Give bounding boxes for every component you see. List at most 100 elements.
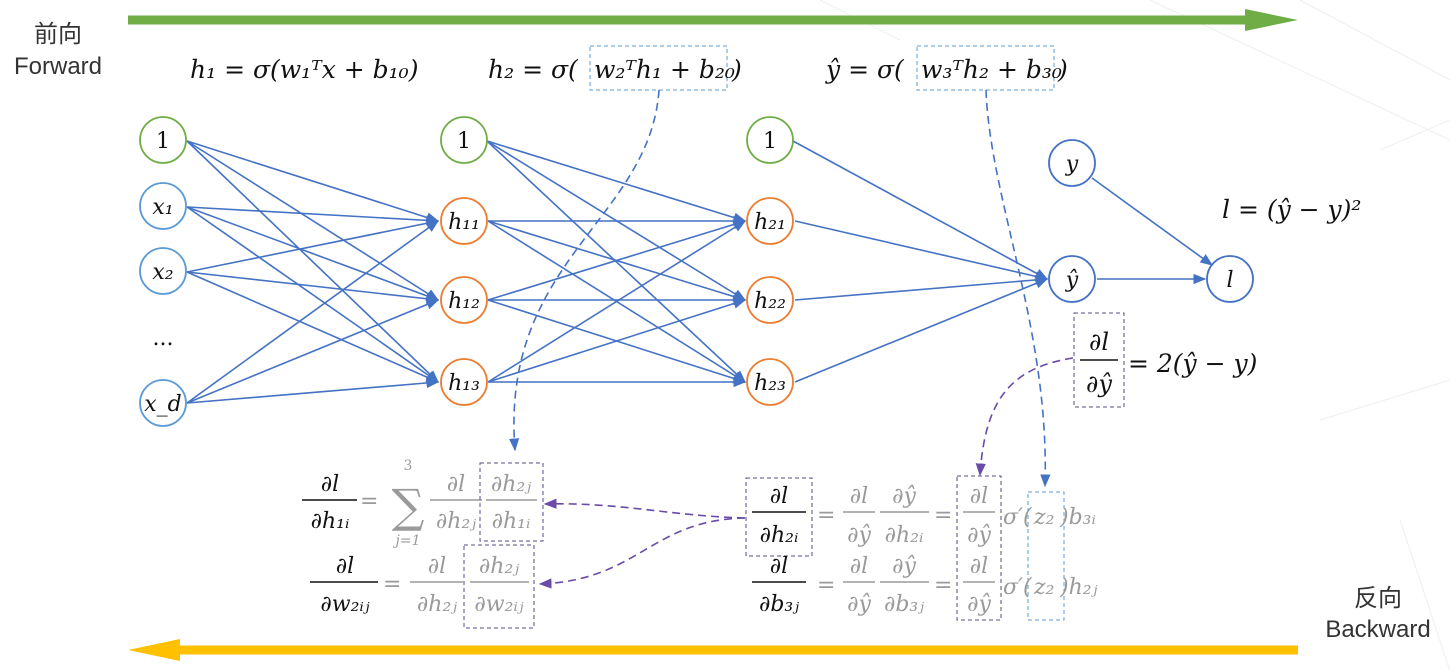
- svg-text:∂ŷ: ∂ŷ: [847, 523, 871, 548]
- svg-text:∂l: ∂l: [850, 554, 868, 579]
- svg-text:∂h₂ⱼ: ∂h₂ⱼ: [436, 509, 476, 534]
- svg-text:h₁₃: h₁₃: [448, 371, 480, 396]
- svg-text:x₁: x₁: [152, 195, 173, 220]
- svg-text:h₁₁: h₁₁: [448, 210, 480, 235]
- svg-text:)b₃ᵢ: )b₃ᵢ: [1059, 505, 1096, 530]
- svg-text:x_d: x_d: [144, 392, 182, 417]
- gradient-dl-dh1i: ∂l ∂h₁ᵢ = 3 ∑ j=1 ∂l ∂h₂ⱼ ∂h₂ⱼ ∂h₁ᵢ: [302, 458, 544, 549]
- svg-text:=: =: [383, 572, 401, 597]
- svg-text:∂ŷ: ∂ŷ: [847, 592, 871, 617]
- equation-h2-inner: w₂ᵀh₁ + b₂₀: [594, 55, 735, 84]
- svg-text:)h₂ⱼ: )h₂ⱼ: [1059, 575, 1098, 600]
- forward-label-cn: 前向: [34, 21, 82, 48]
- svg-text:y: y: [1065, 152, 1079, 177]
- equation-yhat-left: ŷ = σ(: [825, 55, 905, 84]
- svg-text:∂l: ∂l: [970, 484, 988, 509]
- svg-text:∂w₂ᵢⱼ: ∂w₂ᵢⱼ: [474, 592, 523, 617]
- svg-text:z₂: z₂: [1033, 505, 1054, 530]
- hidden-node-h22: h₂₂: [746, 276, 794, 324]
- svg-text:h₁₂: h₁₂: [448, 289, 480, 314]
- svg-text:∂h₁ᵢ: ∂h₁ᵢ: [311, 509, 350, 534]
- dashed-links: [508, 89, 1074, 589]
- svg-text:l: l: [1226, 268, 1233, 293]
- svg-text:∂l: ∂l: [1089, 328, 1109, 356]
- backward-label-en: Backward: [1325, 616, 1430, 643]
- svg-text:∂w₂ᵢⱼ: ∂w₂ᵢⱼ: [320, 592, 369, 617]
- hidden-node-h11: h₁₁: [440, 197, 488, 245]
- svg-text:∂l: ∂l: [447, 472, 465, 497]
- svg-text:1: 1: [457, 129, 471, 154]
- svg-text:3: 3: [404, 458, 413, 474]
- svg-text:∂l: ∂l: [770, 554, 788, 579]
- svg-text:σ′(: σ′(: [1003, 505, 1032, 530]
- equation-yhat-inner: w₃ᵀh₂ + b₃₀: [921, 55, 1062, 84]
- svg-text:∂b₃ⱼ: ∂b₃ⱼ: [884, 592, 924, 617]
- input-node-x1: x₁: [139, 182, 187, 230]
- svg-text:∂ŷ: ∂ŷ: [967, 592, 991, 617]
- equation-loss: l = (ŷ − y)²: [1222, 195, 1361, 224]
- svg-text:∂l: ∂l: [850, 484, 868, 509]
- svg-text:=: =: [817, 503, 835, 528]
- hidden-node-h13: h₁₃: [440, 358, 488, 406]
- equation-h2-left: h₂ = σ(: [488, 55, 579, 84]
- equation-h2-box: [589, 45, 728, 91]
- svg-text:∂ŷ: ∂ŷ: [892, 484, 916, 509]
- network-edges: [186, 140, 1214, 404]
- svg-text:=: =: [934, 573, 952, 598]
- svg-text:ŷ: ŷ: [1065, 268, 1079, 293]
- svg-text:∂b₃ⱼ: ∂b₃ⱼ: [759, 592, 799, 617]
- svg-text:=: =: [360, 489, 378, 514]
- svg-text:∂l: ∂l: [428, 554, 446, 579]
- svg-text:∂l: ∂l: [970, 554, 988, 579]
- equation-yhat-right: ): [1057, 55, 1068, 84]
- output-node-yhat: ŷ: [1048, 255, 1096, 303]
- svg-text:σ′(: σ′(: [1003, 575, 1032, 600]
- hidden-node-h23: h₂₃: [746, 358, 794, 406]
- svg-text:h₂₂: h₂₂: [754, 289, 786, 314]
- hidden-node-h21: h₂₁: [746, 197, 794, 245]
- backward-label-cn: 反向: [1354, 585, 1402, 612]
- forward-arrow: [128, 9, 1298, 31]
- equation-dl-dyhat: ∂l ∂ŷ = 2(ŷ − y): [1073, 312, 1257, 408]
- svg-text:h₂₁: h₂₁: [754, 210, 786, 235]
- bias-node-input: 1: [139, 116, 187, 164]
- svg-text:∂h₂ⱼ: ∂h₂ⱼ: [491, 472, 531, 497]
- forward-label-en: Forward: [14, 53, 102, 80]
- svg-text:∂h₁ᵢ: ∂h₁ᵢ: [492, 509, 531, 534]
- svg-text:x₂: x₂: [152, 260, 173, 285]
- svg-text:∂ŷ: ∂ŷ: [892, 554, 916, 579]
- svg-text:∂h₂ᵢ: ∂h₂ᵢ: [885, 523, 924, 548]
- equation-yhat-box: [916, 45, 1055, 91]
- equation-h2-right: ): [731, 55, 742, 84]
- bias-node-hidden1: 1: [440, 116, 488, 164]
- input-ellipsis: ...: [153, 326, 174, 351]
- svg-text:∂ŷ: ∂ŷ: [1086, 370, 1112, 398]
- gradient-dl-dw2ij: ∂l ∂w₂ᵢⱼ = ∂l ∂h₂ⱼ ∂h₂ⱼ ∂w₂ᵢⱼ: [310, 544, 535, 629]
- svg-text:=: =: [817, 573, 835, 598]
- svg-text:∂h₂ᵢ: ∂h₂ᵢ: [760, 523, 799, 548]
- input-node-xd: x_d: [139, 379, 187, 427]
- loss-node-l: l: [1206, 255, 1254, 303]
- svg-text:∂ŷ: ∂ŷ: [967, 523, 991, 548]
- svg-text:∂l: ∂l: [770, 484, 788, 509]
- gradient-dl-dh2i: ∂l ∂h₂ᵢ = ∂l ∂ŷ ∂ŷ ∂h₂ᵢ = ∂l ∂ŷ σ′( z₂ )…: [745, 475, 1096, 621]
- equation-h1: h₁ = σ(w₁ᵀx + b₁₀): [190, 55, 418, 84]
- svg-text:∂l: ∂l: [336, 554, 354, 579]
- svg-text:1: 1: [763, 129, 777, 154]
- input-node-x2: x₂: [139, 247, 187, 295]
- svg-text:=: =: [934, 503, 952, 528]
- svg-text:∂l: ∂l: [321, 472, 339, 497]
- backward-arrow: [128, 639, 1298, 661]
- svg-text:j=1: j=1: [393, 533, 421, 549]
- svg-text:z₂: z₂: [1033, 575, 1054, 600]
- bias-node-hidden2: 1: [746, 116, 794, 164]
- svg-text:∂h₂ⱼ: ∂h₂ⱼ: [417, 592, 457, 617]
- svg-text:1: 1: [156, 129, 170, 154]
- equation-dl-dyhat-rhs: = 2(ŷ − y): [1128, 349, 1257, 378]
- svg-text:∂h₂ⱼ: ∂h₂ⱼ: [479, 554, 519, 579]
- target-node-y: y: [1048, 139, 1096, 187]
- gradient-dl-db3j: ∂l ∂b₃ⱼ = ∂l ∂ŷ ∂ŷ ∂b₃ⱼ = ∂l ∂ŷ σ′( z₂ )…: [752, 554, 1098, 617]
- svg-text:∑: ∑: [392, 479, 425, 533]
- hidden-node-h12: h₁₂: [440, 276, 488, 324]
